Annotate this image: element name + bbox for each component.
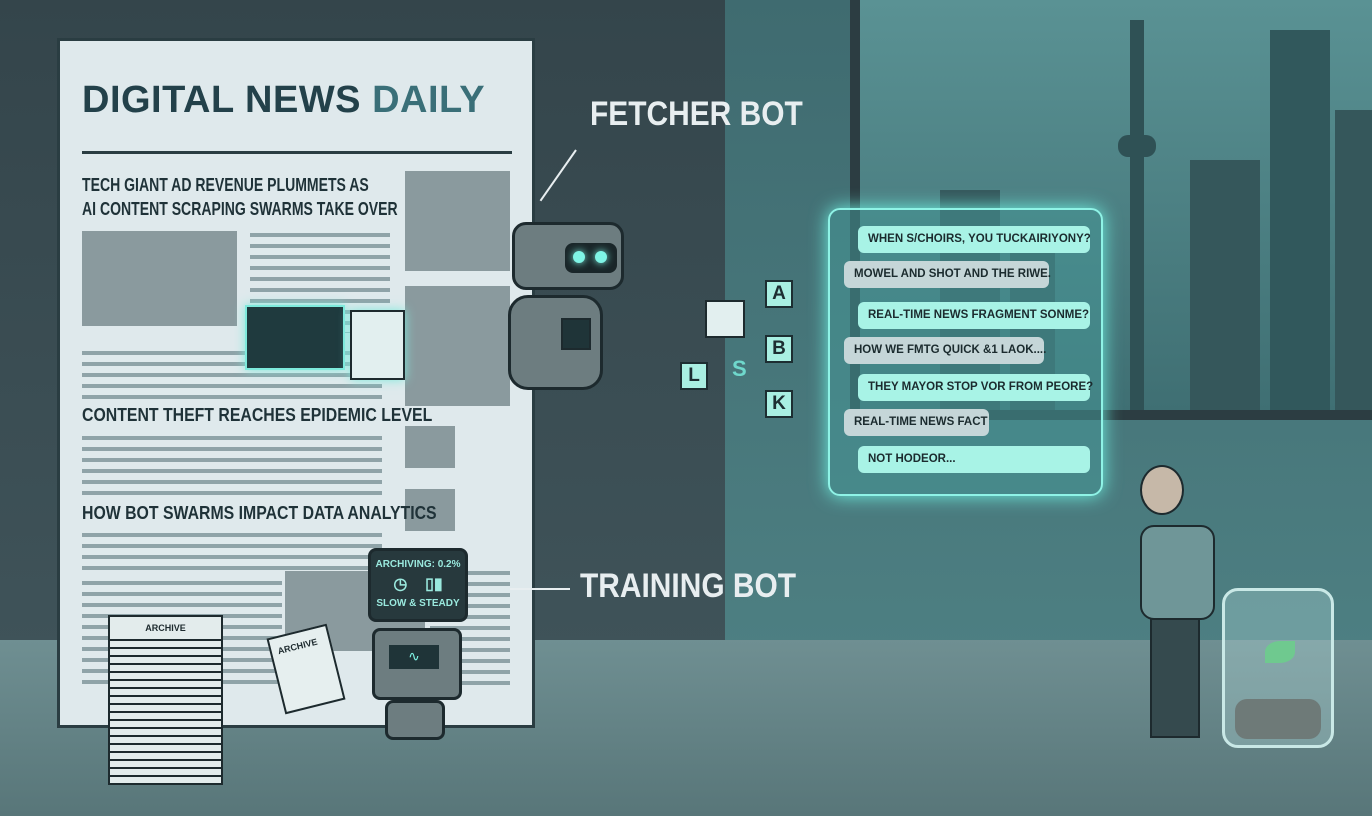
data-stream-panel bbox=[245, 305, 345, 370]
document-icon bbox=[350, 310, 405, 380]
chat-bubble: NOT HODEOR... bbox=[858, 446, 1090, 473]
headline-2: CONTENT THEFT REACHES EPIDEMIC LEVEL bbox=[82, 405, 433, 425]
chat-bubble: REAL-TIME NEWS FACT bbox=[844, 409, 989, 436]
chat-bubble: MOWEL AND SHOT AND THE RIWE. bbox=[844, 261, 1051, 288]
fetcher-bot-label: FETCHER BOT bbox=[590, 95, 803, 133]
headline-3: HOW BOT SWARMS IMPACT DATA ANALYTICS bbox=[82, 503, 437, 523]
worried-person-body bbox=[1140, 525, 1215, 620]
training-bot-body: ∿ bbox=[372, 628, 462, 700]
training-bot-label: TRAINING BOT bbox=[580, 567, 797, 605]
coins bbox=[1235, 699, 1321, 739]
fetcher-bot-head bbox=[512, 222, 624, 290]
bar-chart-icon: ▯▮ bbox=[425, 576, 443, 593]
chat-bubble: THEY MAYOR STOP VOR FROM PEORE? bbox=[858, 374, 1093, 401]
sprout-icon bbox=[1265, 641, 1295, 663]
chat-panel: WHEN S/CHOIRS, YOU TUCKAIRIYONY? MOWEL A… bbox=[828, 208, 1103, 496]
archive-paper-stack: ARCHIVE bbox=[108, 615, 223, 785]
training-bot-legs bbox=[385, 700, 445, 740]
letter-tile: A bbox=[765, 280, 793, 308]
training-label-pointer bbox=[510, 588, 570, 590]
clock-icon: ◷ bbox=[393, 576, 408, 593]
worried-person-legs bbox=[1150, 618, 1200, 738]
letter-tile: L bbox=[680, 362, 708, 390]
document-icon bbox=[705, 300, 745, 338]
newspaper-title: DIGITAL NEWS DAILY bbox=[82, 79, 486, 121]
newspaper: DIGITAL NEWS DAILY TECH GIANT AD REVENUE… bbox=[57, 38, 535, 728]
fetcher-bot-body bbox=[508, 295, 603, 390]
training-bot-screen: ARCHIVING: 0.2% ◷ ▯▮ SLOW & STEADY bbox=[368, 548, 468, 622]
floating-letter: S bbox=[732, 356, 747, 381]
chat-bubble: REAL-TIME NEWS FRAGMENT SONME? bbox=[858, 302, 1090, 329]
worried-person-head bbox=[1140, 465, 1184, 515]
savings-jar bbox=[1222, 588, 1334, 748]
letter-tile: B bbox=[765, 335, 793, 363]
chat-bubble: HOW WE FMTG QUICK &1 LAOK.... bbox=[844, 337, 1046, 364]
letter-tile: K bbox=[765, 390, 793, 418]
chat-bubble: WHEN S/CHOIRS, YOU TUCKAIRIYONY? bbox=[858, 226, 1091, 253]
screen-caption: SLOW & STEADY bbox=[376, 598, 460, 609]
archiving-status: ARCHIVING: 0.2% bbox=[375, 559, 461, 570]
heartbeat-icon: ∿ bbox=[389, 645, 439, 669]
